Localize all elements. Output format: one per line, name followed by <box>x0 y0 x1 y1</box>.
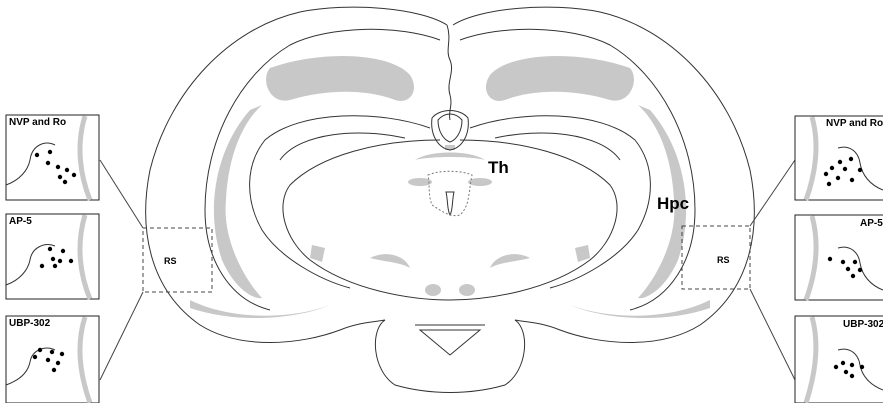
rs-box-left <box>143 228 212 292</box>
label-rs-right: RS <box>717 255 730 265</box>
right-panel-1: NVP and Ro <box>795 116 883 200</box>
right-panel-1-label: NVP and Ro <box>826 118 883 129</box>
right-panel-2: AP-5 <box>795 215 883 300</box>
left-panel-2-label: AP-5 <box>9 216 32 227</box>
label-rs-left: RS <box>164 256 177 266</box>
left-panel-1-label: NVP and Ro <box>9 117 66 128</box>
left-panel-1: NVP and Ro <box>6 115 99 200</box>
left-panel-2: AP-5 <box>6 214 99 299</box>
thalamus-outline <box>283 111 617 301</box>
right-panel-3-label: UBP-302 <box>843 319 883 330</box>
right-panel-3: UBP-302 <box>795 316 883 403</box>
right-panel-2-label: AP-5 <box>860 218 883 229</box>
connector-lines <box>100 160 795 380</box>
left-panel-3-label: UBP-302 <box>9 318 51 329</box>
label-hippocampus: Hpc <box>657 194 689 213</box>
left-panel-3: UBP-302 <box>6 316 99 403</box>
label-thalamus: Th <box>488 158 509 177</box>
